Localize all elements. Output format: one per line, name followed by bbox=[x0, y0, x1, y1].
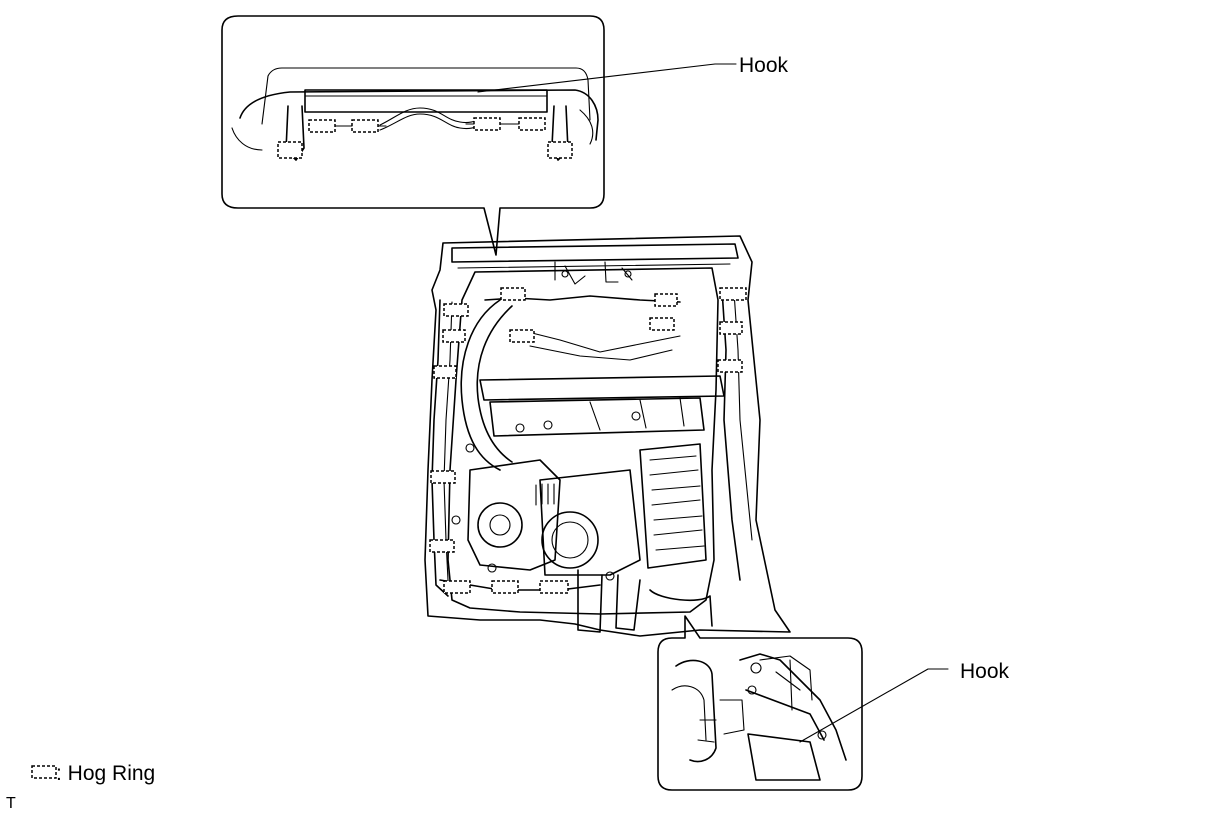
bottom-detail-callout bbox=[657, 615, 949, 791]
corner-mark: T bbox=[6, 795, 16, 812]
bottom-hook-leader bbox=[799, 668, 949, 743]
hog-ring-symbol bbox=[491, 580, 519, 594]
hog-ring-legend-symbol bbox=[31, 765, 57, 779]
hog-ring-symbol bbox=[442, 329, 466, 343]
hog-ring-symbol bbox=[547, 141, 573, 159]
hog-ring-symbol bbox=[500, 287, 526, 301]
hog-ring-symbol bbox=[518, 117, 546, 131]
top-hook-leader bbox=[477, 63, 737, 93]
hog-ring-symbol bbox=[430, 470, 456, 484]
hog-ring-symbol bbox=[433, 365, 457, 379]
hog-ring-symbol bbox=[654, 293, 678, 307]
hog-ring-symbol bbox=[351, 119, 379, 133]
top-hook-label: Hook bbox=[739, 54, 789, 77]
hog-ring-symbol bbox=[443, 303, 469, 317]
hog-ring-symbol bbox=[719, 321, 743, 335]
hog-ring-symbol bbox=[509, 329, 535, 343]
hog-ring-symbol bbox=[308, 119, 336, 133]
top-detail-callout bbox=[221, 15, 737, 256]
legend-label: : Hog Ring bbox=[56, 762, 155, 785]
hog-ring-symbol bbox=[539, 580, 569, 594]
main-frame-hog-rings bbox=[429, 287, 747, 594]
hog-ring-symbol bbox=[443, 580, 471, 594]
bottom-hook-label: Hook bbox=[960, 660, 1010, 683]
hog-ring-symbol bbox=[717, 359, 743, 373]
hog-ring-symbol bbox=[277, 141, 303, 159]
hog-ring-symbol bbox=[719, 287, 747, 301]
hog-ring-symbol bbox=[473, 117, 501, 131]
hook-bar bbox=[304, 89, 548, 113]
hog-ring-symbol bbox=[429, 539, 455, 553]
hog-ring-symbol bbox=[649, 317, 675, 331]
legend: : Hog Ring bbox=[31, 762, 155, 785]
